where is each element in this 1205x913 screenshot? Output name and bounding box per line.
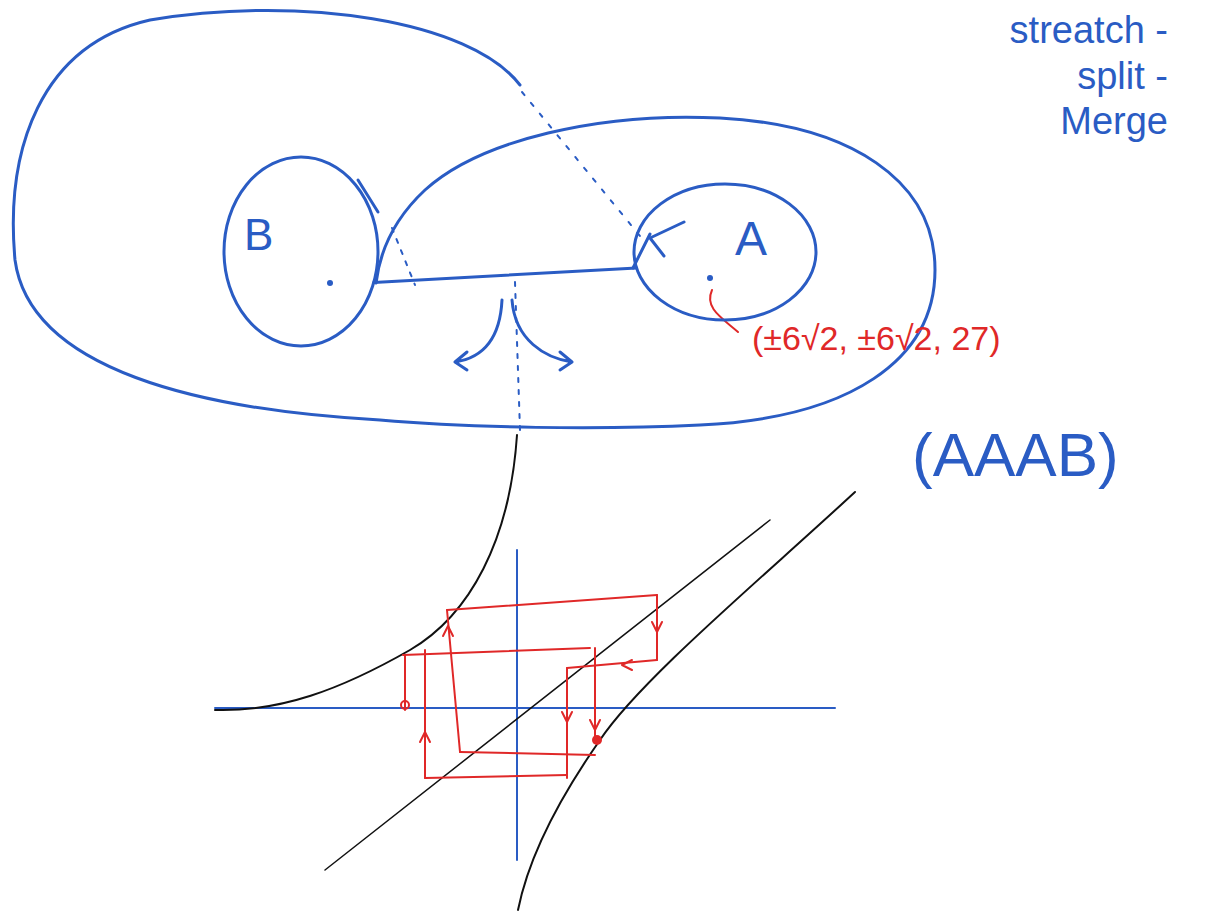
point-dot	[707, 275, 713, 281]
diagonal-line	[325, 520, 770, 870]
orbit-path	[447, 595, 657, 610]
hole-outline	[224, 157, 378, 346]
orbit-arrow	[443, 626, 453, 636]
orbit-arrow	[420, 732, 430, 742]
orbit-path	[424, 650, 426, 778]
orbit-arrow	[652, 622, 662, 632]
hole-region: B	[222, 155, 380, 348]
leader-line	[710, 290, 738, 332]
coordinate-label: (±6√2, ±6√2, 27)	[752, 318, 1001, 359]
y-axis	[516, 550, 518, 860]
split-arrow	[512, 300, 572, 370]
outer-surface	[13, 10, 935, 427]
x-axis	[215, 707, 835, 709]
split-arrow	[455, 300, 502, 370]
orbit-dot	[401, 701, 409, 709]
orbit-arrow	[622, 660, 632, 670]
point-dot	[327, 280, 333, 286]
orbit-arrow	[562, 712, 572, 722]
hole-region: A	[632, 182, 818, 322]
bridge-line	[374, 268, 637, 283]
cut-stroke	[650, 222, 684, 256]
orbit-path	[594, 648, 596, 740]
hidden-edge	[522, 92, 640, 236]
hyperbola-branch	[215, 435, 517, 710]
hole-outline	[634, 184, 816, 320]
hole-letter: B	[244, 213, 273, 257]
hole-letter: A	[735, 215, 767, 263]
orbit-path	[460, 752, 595, 755]
orbit-path	[567, 660, 657, 668]
hyperbola-branch	[518, 492, 855, 910]
orbit-path	[447, 610, 460, 752]
split-line	[515, 282, 520, 430]
orbit-path	[656, 595, 658, 660]
hole-outline	[632, 182, 818, 322]
note-text: streatch - split - Merge	[993, 8, 1168, 145]
orbit-path	[403, 648, 590, 655]
hidden-edge	[392, 228, 415, 285]
orbit-arrow	[590, 720, 600, 730]
orbit-path	[425, 775, 567, 778]
orbit-dot	[592, 735, 602, 745]
word-label: (AAAB)	[912, 418, 1119, 492]
